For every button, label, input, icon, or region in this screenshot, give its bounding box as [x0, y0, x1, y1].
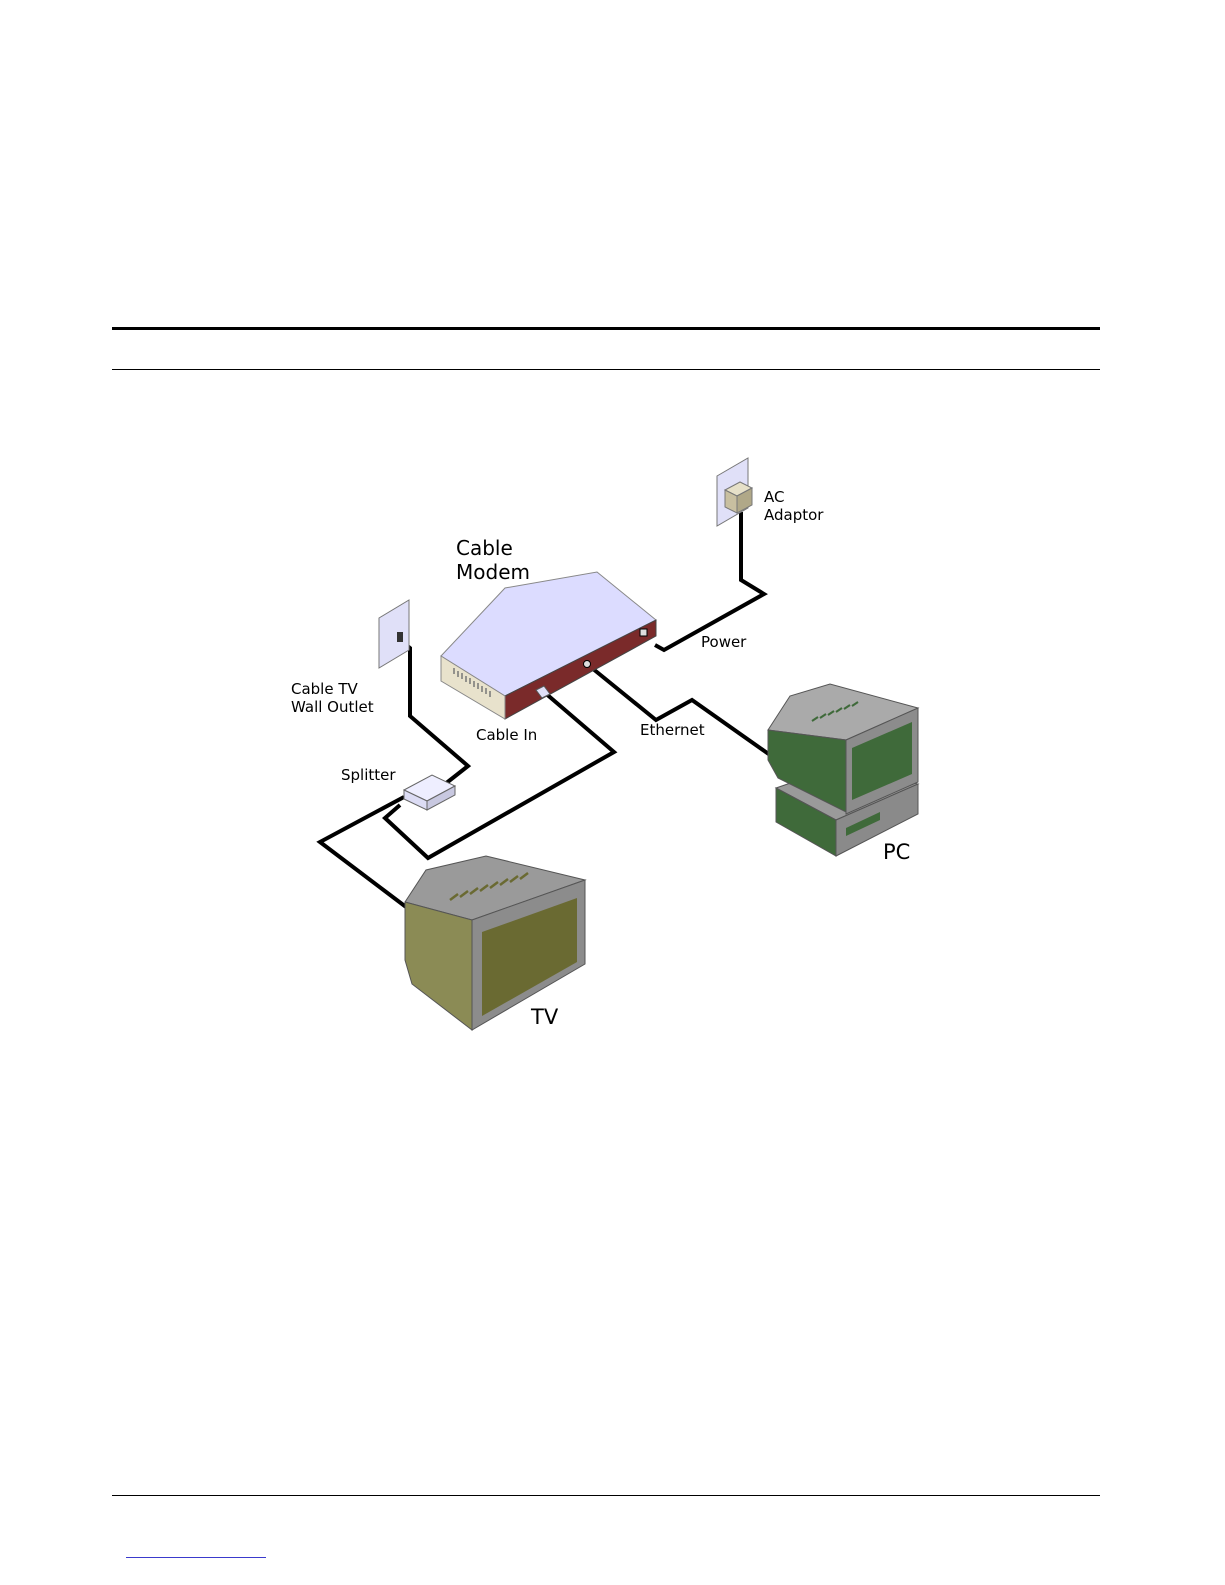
cable-modem-label-line2: Modem: [456, 560, 530, 584]
cable-tv-label-line2: Wall Outlet: [291, 698, 374, 716]
power-label: Power: [701, 633, 747, 651]
pc-label: PC: [883, 840, 910, 864]
tv-side: [405, 902, 472, 1030]
cables: [320, 512, 770, 910]
cable-in-label: Cable In: [476, 726, 537, 744]
cable-in-cable: [385, 692, 614, 858]
pc-icon: [768, 684, 918, 856]
splitter-to-tv-cable: [320, 797, 410, 910]
splitter-label: Splitter: [341, 766, 396, 784]
power-cable: [655, 512, 764, 650]
cable-tv-label-line1: Cable TV: [291, 680, 359, 698]
cable-modem-label-line1: Cable: [456, 536, 513, 560]
tv-label: TV: [530, 1005, 559, 1029]
ethernet-label: Ethernet: [640, 721, 705, 739]
ac-adaptor-icon: [717, 458, 752, 526]
ac-adaptor-label-line2: Adaptor: [764, 506, 824, 524]
ac-adaptor-label-line1: AC: [764, 488, 784, 506]
cable-tv-wall-outlet-icon: [379, 600, 409, 668]
ethernet-cable: [587, 664, 770, 755]
tv-icon: [405, 856, 585, 1030]
